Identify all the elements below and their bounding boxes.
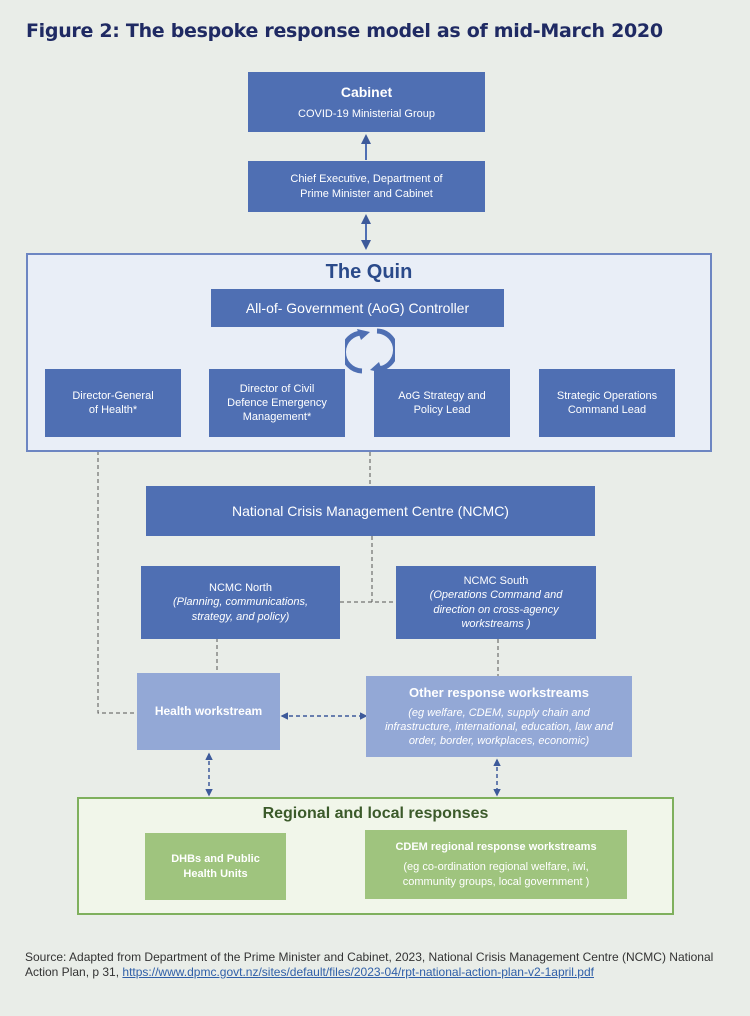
chief-executive-box: Chief Executive, Department of Prime Min… — [248, 161, 485, 212]
strategic-ops-line1: Strategic Operations — [556, 389, 658, 402]
quin-member-cdem-director: Director of Civil Defence Emergency Mana… — [209, 369, 345, 437]
quin-member-strategic-ops: Strategic Operations Command Lead — [539, 369, 675, 437]
ncmc-box: National Crisis Management Centre (NCMC) — [146, 486, 595, 536]
source-text: Source: Adapted from Department of the P… — [25, 950, 714, 979]
ncmc-north-line1: (Planning, communications, — [172, 596, 309, 609]
dg-health-line2: of Health* — [88, 404, 138, 416]
aog-controller-label: All-of- Government (AoG) Controller — [245, 299, 470, 316]
cdem-director-line2: Defence Emergency — [227, 396, 327, 409]
cdem-regional-title: CDEM regional response workstreams — [395, 841, 597, 854]
strategic-ops-line2: Command Lead — [567, 404, 647, 416]
ncmc-north-title: NCMC North — [209, 582, 272, 595]
cdem-regional-box: CDEM regional response workstreams (eg c… — [365, 830, 627, 899]
health-workstream-label: Health workstream — [154, 703, 263, 718]
source-link[interactable]: https://www.dpmc.govt.nz/sites/default/f… — [122, 965, 594, 979]
cdem-director-line3: Management* — [242, 411, 312, 424]
ncmc-label: National Crisis Management Centre (NCMC) — [232, 502, 509, 519]
aog-strategy-line1: AoG Strategy and — [398, 389, 486, 402]
dhbs-line2: Health Units — [183, 867, 248, 880]
quin-title: The Quin — [325, 261, 413, 283]
dg-health-line1: Director-General — [72, 389, 154, 402]
cycle-arrows-icon — [345, 328, 395, 374]
cdem-regional-line2: community groups, local government ) — [402, 875, 590, 888]
other-workstreams-box: Other response workstreams (eg welfare, … — [366, 676, 632, 757]
regional-title: Regional and local responses — [262, 805, 489, 822]
chief-executive-line2: Prime Minister and Cabinet — [300, 187, 433, 200]
ncmc-north-line2: strategy, and policy) — [191, 610, 290, 623]
aog-strategy-line2: Policy Lead — [413, 404, 471, 416]
cdem-regional-line1: (eg co-ordination regional welfare, iwi, — [403, 861, 589, 874]
other-workstreams-title: Other response workstreams — [409, 684, 589, 700]
cabinet-subtitle: COVID-19 Ministerial Group — [298, 107, 435, 120]
health-workstream-box: Health workstream — [137, 673, 280, 750]
cabinet-title: Cabinet — [340, 83, 393, 100]
dhbs-box: DHBs and Public Health Units — [145, 833, 286, 900]
ncmc-north-box: NCMC North (Planning, communications, st… — [141, 566, 340, 639]
dashed-dg-to-health — [97, 437, 137, 714]
figure-title: Figure 2: The bespoke response model as … — [26, 20, 663, 42]
ncmc-south-line2: direction on cross-agency — [433, 603, 559, 616]
ncmc-south-title: NCMC South — [463, 574, 529, 587]
other-workstreams-line1: (eg welfare, CDEM, supply chain and — [408, 706, 590, 719]
ncmc-south-line1: (Operations Command and — [429, 589, 563, 602]
chief-executive-line1: Chief Executive, Department of — [290, 173, 443, 186]
quin-member-aog-strategy: AoG Strategy and Policy Lead — [374, 369, 510, 437]
dhbs-line1: DHBs and Public — [171, 853, 260, 866]
source-note: Source: Adapted from Department of the P… — [25, 950, 715, 980]
aog-controller-box: All-of- Government (AoG) Controller — [211, 289, 504, 327]
quin-member-dg-health: Director-General of Health* — [45, 369, 181, 437]
other-workstreams-line2: infrastructure, international, education… — [384, 720, 614, 733]
cabinet-box: Cabinet COVID-19 Ministerial Group — [248, 72, 485, 132]
ncmc-south-box: NCMC South (Operations Command and direc… — [396, 566, 596, 639]
other-workstreams-line3: order, border, workplaces, economic) — [408, 735, 590, 748]
cdem-director-line1: Director of Civil — [239, 382, 315, 395]
ncmc-south-line3: workstreams ) — [461, 617, 531, 630]
